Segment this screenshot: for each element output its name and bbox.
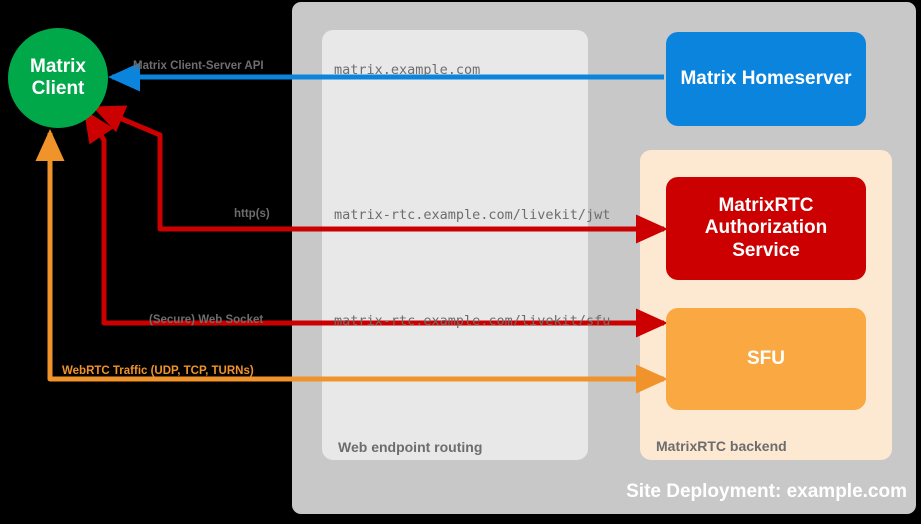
- endpoint-url-jwt: matrix-rtc.example.com/livekit/jwt: [334, 207, 611, 223]
- web-endpoint-routing-caption: Web endpoint routing: [338, 439, 483, 455]
- node-matrix-client[interactable]: Matrix Client: [8, 28, 108, 128]
- node-matrixrtc-authorization-service[interactable]: MatrixRTC Authorization Service: [666, 177, 866, 280]
- edge-label-matrix-client-server-api: Matrix Client-Server API: [133, 60, 264, 72]
- matrix-homeserver-label: Matrix Homeserver: [680, 67, 852, 89]
- matrix-client-label-line1: Matrix: [30, 55, 86, 77]
- edge-label-https: http(s): [234, 208, 270, 220]
- site-deployment-caption: Site Deployment: example.com: [626, 481, 907, 502]
- auth-service-label-line2: Authorization: [704, 217, 828, 239]
- edge-webrtc-to-client: [35, 128, 664, 382]
- node-matrix-homeserver[interactable]: Matrix Homeserver: [666, 32, 866, 126]
- endpoint-url-matrix: matrix.example.com: [334, 62, 481, 78]
- edge-label-websocket: (Secure) Web Socket: [149, 314, 264, 326]
- sfu-label: SFU: [747, 347, 785, 369]
- web-endpoint-routing-panel: [322, 30, 588, 460]
- node-sfu[interactable]: SFU: [666, 308, 866, 410]
- endpoint-url-sfu: matrix-rtc.example.com/livekit/sfu: [334, 313, 611, 329]
- auth-service-label-line1: MatrixRTC: [718, 194, 814, 216]
- auth-service-label-line3: Service: [732, 239, 800, 261]
- matrixrtc-backend-caption: MatrixRTC backend: [656, 438, 787, 454]
- matrix-client-label-line2: Client: [31, 78, 85, 99]
- edge-label-webrtc-traffic: WebRTC Traffic (UDP, TCP, TURNs): [62, 365, 254, 377]
